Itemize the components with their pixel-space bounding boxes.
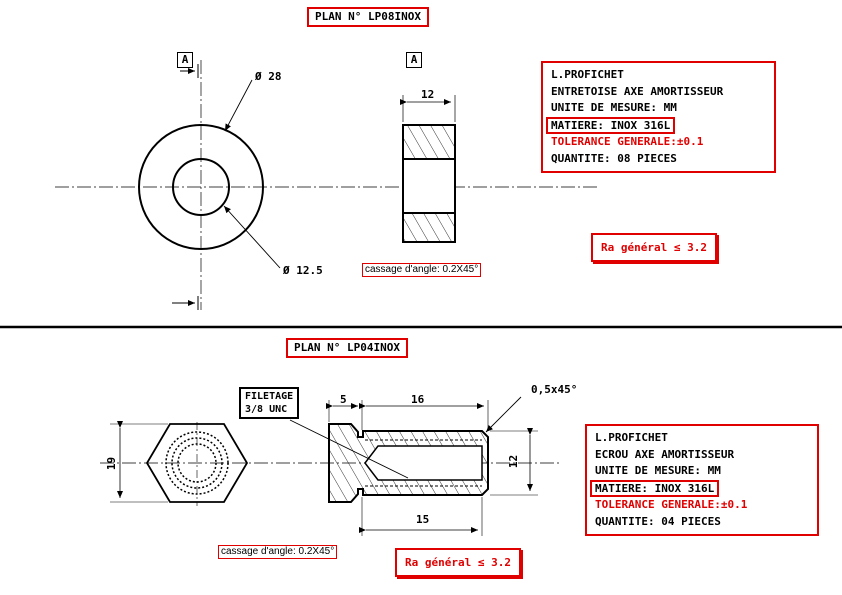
- plan2-info-author: L.PROFICHET: [595, 431, 668, 444]
- plan1-view-marker-right: A: [406, 52, 422, 68]
- plan1-info-author: L.PROFICHET: [551, 68, 624, 81]
- plan2-dim-head: 5: [340, 393, 347, 406]
- plan1-title: PLAN N° LP08INOX: [307, 7, 429, 27]
- plan2-info-material: MATIERE: INOX 316L: [590, 479, 720, 497]
- plan1-chamfer-note: cassage d'angle: 0.2X45°: [362, 263, 482, 277]
- plan2-title-block: L.PROFICHET ECROU AXE AMORTISSEUR UNITE …: [585, 424, 819, 536]
- plan2-info-quantity: QUANTITE: 04 PIECES: [595, 514, 721, 528]
- plan2-thread-note: FILETAGE 3/8 UNC: [239, 387, 300, 419]
- plan2-geometry: [100, 396, 560, 536]
- plan2-dim-hex: 19: [105, 456, 119, 471]
- plan2-info-tolerance: TOLERANCE GENERALE:±0.1: [595, 498, 748, 511]
- plan2-thread-line1: FILETAGE: [245, 391, 294, 402]
- plan1-roughness: Ra général ≤ 3.2: [591, 233, 717, 262]
- plan2-info-unit: UNITE DE MESURE: MM: [595, 464, 721, 477]
- plan1-dim-thickness: 12: [421, 88, 435, 101]
- plan2-dim-chamfer: 0,5x45°: [531, 383, 578, 396]
- plan2-info-part: ECROU AXE AMORTISSEUR: [595, 447, 735, 461]
- plan2-dim-body-bottom: 15: [416, 513, 430, 526]
- plan1-info-tolerance: TOLERANCE GENERALE:±0.1: [551, 135, 704, 148]
- plan1-geometry: [55, 60, 600, 310]
- plan2-title: PLAN N° LP04INOX: [286, 338, 408, 358]
- plan2-roughness: Ra général ≤ 3.2: [395, 548, 521, 577]
- plan1-dim-inner-diameter: Ø 12.5: [283, 264, 323, 277]
- plan2-dim-diameter: 12: [507, 454, 521, 469]
- plan1-info-part: ENTRETOISE AXE AMORTISSEUR: [551, 84, 724, 98]
- plan1-info-material: MATIERE: INOX 316L: [546, 116, 676, 134]
- plan1-view-marker-left: A: [177, 52, 193, 68]
- plan1-info-unit: UNITE DE MESURE: MM: [551, 101, 677, 114]
- plan2-thread-line2: 3/8 UNC: [245, 404, 288, 415]
- plan1-dim-outer-diameter: Ø 28: [255, 70, 282, 83]
- plan2-chamfer-note: cassage d'angle: 0.2X45°: [218, 545, 338, 559]
- plan1-title-block: L.PROFICHET ENTRETOISE AXE AMORTISSEUR U…: [541, 61, 776, 173]
- plan2-dim-body-top: 16: [411, 393, 425, 406]
- plan1-info-quantity: QUANTITE: 08 PIECES: [551, 151, 677, 165]
